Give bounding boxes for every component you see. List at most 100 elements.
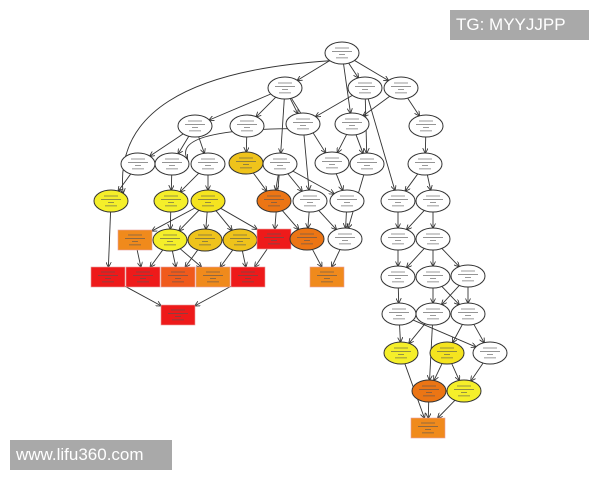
graph-node-n30[interactable]: [256, 228, 292, 250]
graph-node-n51[interactable]: [411, 379, 447, 403]
graph-node-n12[interactable]: [190, 152, 226, 176]
graph-node-n34[interactable]: [415, 227, 451, 251]
graph-node-n16[interactable]: [349, 152, 385, 176]
graph-node-n18[interactable]: [93, 189, 129, 213]
rect-node-shape: [160, 304, 196, 326]
graph-node-n32[interactable]: [327, 227, 363, 251]
edge-arrow: [220, 207, 257, 229]
edge-arrow: [292, 170, 334, 194]
graph-node-n17[interactable]: [407, 152, 443, 176]
graph-node-n38[interactable]: [195, 266, 231, 288]
edge-arrow: [281, 98, 285, 153]
node-label-blur: [423, 233, 443, 245]
graph-node-n25[interactable]: [415, 189, 451, 213]
graph-node-n40[interactable]: [309, 266, 345, 288]
edge-arrow: [451, 363, 460, 381]
graph-node-n31[interactable]: [289, 227, 325, 251]
graph-node-n7[interactable]: [285, 112, 321, 136]
node-label-blur: [297, 233, 317, 245]
graph-node-n27[interactable]: [152, 228, 188, 252]
graph-node-n37[interactable]: [160, 266, 196, 288]
graph-node-n39[interactable]: [230, 266, 266, 288]
graph-node-n35[interactable]: [90, 266, 126, 288]
graph-node-n8[interactable]: [334, 112, 370, 136]
graph-node-n22[interactable]: [292, 189, 328, 213]
graph-node-n14[interactable]: [262, 152, 298, 176]
graph-node-n11[interactable]: [154, 152, 190, 176]
graph-node-n9[interactable]: [408, 114, 444, 138]
graph-node-n28[interactable]: [187, 228, 223, 252]
graph-node-n2[interactable]: [267, 76, 303, 100]
edge-arrow: [442, 285, 460, 304]
ellipse-node-shape: [415, 302, 451, 326]
node-label-blur: [185, 120, 205, 132]
ellipse-node-shape: [446, 379, 482, 403]
graph-node-n4[interactable]: [383, 76, 419, 100]
node-label-blur: [355, 82, 375, 94]
graph-node-n36[interactable]: [125, 266, 161, 288]
edge-arrow: [471, 362, 484, 381]
ellipse-node-shape: [347, 76, 383, 100]
graph-node-n47[interactable]: [450, 302, 486, 326]
edge-arrow: [171, 250, 175, 267]
node-label-blur: [423, 195, 443, 207]
graph-node-n3[interactable]: [347, 76, 383, 100]
edge-arrow: [441, 248, 459, 266]
node-label-blur: [388, 195, 408, 207]
graph-node-n48[interactable]: [383, 341, 419, 365]
graph-node-n53[interactable]: [410, 417, 446, 439]
graph-node-n46[interactable]: [415, 302, 451, 326]
graph-node-n23[interactable]: [329, 189, 365, 213]
graph-node-n50[interactable]: [472, 341, 508, 365]
graph-node-n33[interactable]: [380, 227, 416, 251]
ellipse-node-shape: [411, 379, 447, 403]
node-label-blur: [236, 157, 256, 169]
graph-node-n24[interactable]: [380, 189, 416, 213]
node-label-blur: [198, 158, 218, 170]
ellipse-node-shape: [408, 114, 444, 138]
graph-node-n19[interactable]: [153, 189, 189, 213]
graph-node-n26[interactable]: [117, 229, 153, 251]
edge-arrow: [179, 209, 200, 230]
graph-node-n10[interactable]: [120, 152, 156, 176]
graph-node-n52[interactable]: [446, 379, 482, 403]
graph-node-n6[interactable]: [229, 114, 265, 138]
ellipse-node-shape: [407, 152, 443, 176]
edge-arrow: [241, 250, 245, 267]
node-label-blur: [160, 234, 180, 246]
graph-node-n1[interactable]: [324, 41, 360, 65]
graph-node-n45[interactable]: [381, 302, 417, 326]
ellipse-node-shape: [289, 227, 325, 251]
node-label-blur: [419, 385, 439, 397]
graph-node-n43[interactable]: [450, 264, 486, 288]
node-label-blur: [415, 158, 435, 170]
node-label-blur: [161, 195, 181, 207]
edge-arrow: [473, 324, 484, 342]
ellipse-node-shape: [120, 152, 156, 176]
ellipse-node-shape: [229, 114, 265, 138]
ellipse-node-shape: [190, 189, 226, 213]
edge-arrow: [316, 94, 353, 116]
graph-node-n29[interactable]: [222, 228, 258, 252]
node-label-blur: [98, 271, 118, 283]
ellipse-node-shape: [429, 341, 465, 365]
node-label-blur: [416, 120, 436, 132]
node-label-blur: [125, 234, 145, 246]
ellipse-node-shape: [177, 114, 213, 138]
graph-node-n5[interactable]: [177, 114, 213, 138]
node-label-blur: [458, 308, 478, 320]
ellipse-node-shape: [380, 227, 416, 251]
graph-node-n20[interactable]: [190, 189, 226, 213]
graph-node-n41[interactable]: [380, 265, 416, 289]
graph-node-n15[interactable]: [314, 151, 350, 175]
graph-node-n42[interactable]: [415, 265, 451, 289]
graph-node-n49[interactable]: [429, 341, 465, 365]
edge-arrow: [318, 210, 337, 229]
ellipse-node-shape: [334, 112, 370, 136]
edge-arrow: [255, 248, 268, 267]
node-label-blur: [388, 271, 408, 283]
graph-node-n13[interactable]: [228, 151, 264, 175]
graph-node-n21[interactable]: [256, 189, 292, 213]
graph-node-n44[interactable]: [160, 304, 196, 326]
